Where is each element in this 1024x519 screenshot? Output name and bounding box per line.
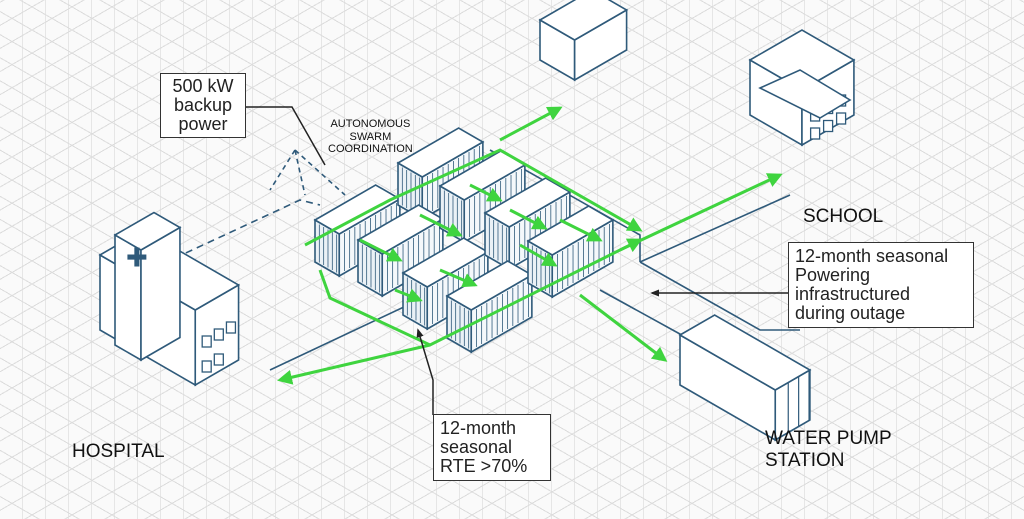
school-roof xyxy=(758,69,852,119)
swarm-coordination-label: AUTONOMOUS SWARM COORDINATION xyxy=(328,118,413,156)
hospital-tower: ✚ xyxy=(113,211,182,362)
school-label: SCHOOL xyxy=(803,206,884,227)
medical-cross-icon: ✚ xyxy=(126,243,148,273)
backup-power-callout: 500 kW backup power xyxy=(160,73,246,138)
flow-to-hospital xyxy=(277,343,431,385)
internal-flow xyxy=(359,238,403,262)
swarm-bus-front xyxy=(318,238,643,347)
green-energy-flows xyxy=(277,106,783,385)
container-swarm xyxy=(313,127,615,354)
water-pump-station xyxy=(678,314,812,442)
internal-flow xyxy=(469,183,503,202)
battery-container xyxy=(483,177,572,271)
buildings: ✚ xyxy=(98,0,856,442)
internal-flow xyxy=(519,243,558,267)
callout-leaders xyxy=(244,106,788,415)
blue-connection-lines xyxy=(174,149,800,371)
utility-building xyxy=(538,0,629,82)
internal-flow xyxy=(509,208,548,230)
flow-to-school xyxy=(619,173,783,252)
battery-container xyxy=(445,260,534,354)
seasonal-powering-callout: 12-month seasonal Powering infrastructur… xyxy=(788,242,974,328)
internal-flow xyxy=(419,213,463,237)
swarm-bus-back xyxy=(304,148,643,247)
internal-flow xyxy=(439,268,478,288)
flow-to-water-pump xyxy=(579,293,668,362)
school-building xyxy=(748,29,856,147)
hospital-label: HOSPITAL xyxy=(72,441,165,462)
internal-flow xyxy=(394,288,423,303)
water-pump-label: WATER PUMP STATION xyxy=(765,428,892,471)
internal-flow xyxy=(559,218,603,242)
seasonal-rte-callout: 12-month seasonal RTE >70% xyxy=(433,414,551,481)
flow-to-utility-building xyxy=(499,106,563,142)
